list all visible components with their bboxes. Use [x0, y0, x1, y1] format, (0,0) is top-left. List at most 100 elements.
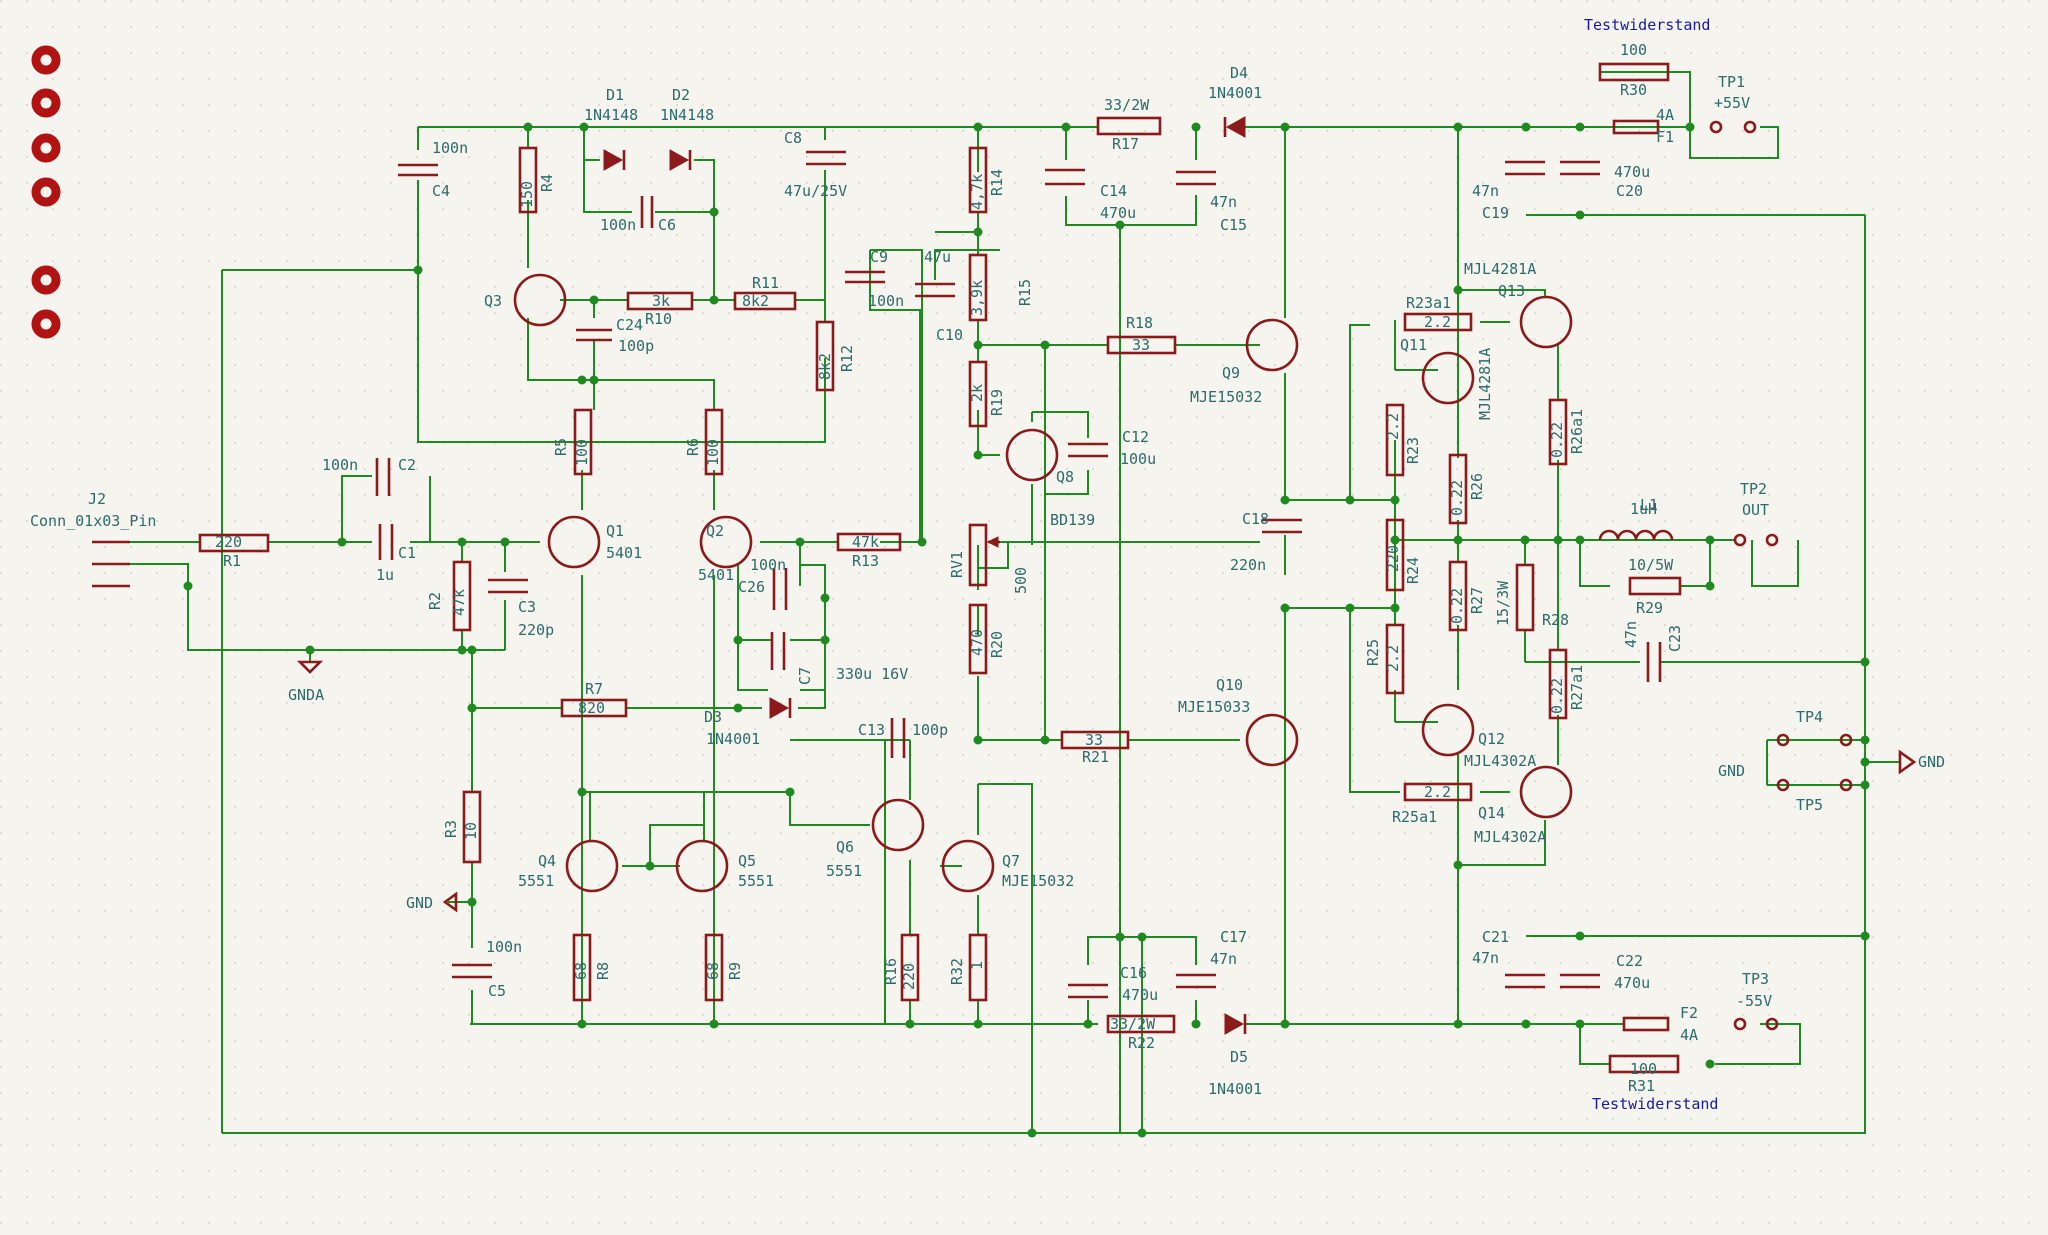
r10-value: 3k — [652, 292, 670, 310]
gnda-label: GNDA — [288, 686, 324, 704]
c9-ref: C9 — [870, 248, 888, 266]
r21-value: 33 — [1085, 731, 1103, 749]
r23-value: 2.2 — [1384, 413, 1402, 440]
c1-ref: C1 — [398, 544, 416, 562]
c16-value: 470u — [1122, 986, 1158, 1004]
q2-value: 5401 — [698, 566, 734, 584]
c7-value: 330u 16V — [836, 665, 908, 683]
c15-ref: C15 — [1220, 216, 1247, 234]
r28-ref: R28 — [1542, 611, 1569, 629]
q10-ref: Q10 — [1216, 676, 1243, 694]
f2-ref: F2 — [1680, 1004, 1698, 1022]
tp4-ref: TP4 — [1796, 708, 1823, 726]
r4-ref: R4 — [538, 174, 556, 192]
c21-value: 47n — [1472, 949, 1499, 967]
c22-ref: C22 — [1616, 952, 1643, 970]
r12-value: 8k2 — [816, 353, 834, 380]
testwiderstand-note-bottom: Testwiderstand — [1592, 1095, 1718, 1113]
q9-value: MJE15032 — [1190, 388, 1262, 406]
q6-value: 5551 — [826, 862, 862, 880]
gnd-label-tp: GND — [1718, 762, 1745, 780]
d4-value: 1N4001 — [1208, 84, 1262, 102]
r4-value: 150 — [518, 181, 536, 208]
d2-ref: D2 — [672, 86, 690, 104]
r29-value: 10/5W — [1628, 556, 1674, 574]
c19-ref: C19 — [1482, 204, 1509, 222]
r17-ref: R17 — [1112, 135, 1139, 153]
r23a1-ref: R23a1 — [1406, 294, 1451, 312]
c13-ref: C13 — [858, 721, 885, 739]
r8-value: 68 — [572, 962, 590, 980]
r32-ref: R32 — [948, 958, 966, 985]
q1-ref: Q1 — [606, 522, 624, 540]
r25a1-value: 2.2 — [1424, 783, 1451, 801]
r24-value: 220 — [1384, 545, 1402, 572]
c12-value: 100u — [1120, 450, 1156, 468]
r28-value: 15/3W — [1494, 580, 1512, 626]
inductor-symbol — [1598, 529, 1674, 541]
capacitor-symbols — [375, 150, 1662, 999]
wires — [92, 71, 1900, 1134]
tp2-label: OUT — [1742, 501, 1769, 519]
r9-ref: R9 — [726, 962, 744, 980]
q9-ref: Q9 — [1222, 364, 1240, 382]
c6-ref: C6 — [658, 216, 676, 234]
c8-value: 47u/25V — [784, 182, 847, 200]
r6-value: 100 — [704, 439, 722, 466]
r12-ref: R12 — [838, 345, 856, 372]
r27a1-value: 0.22 — [1548, 678, 1566, 714]
r16-value: 220 — [900, 963, 918, 990]
r29-ref: R29 — [1636, 599, 1663, 617]
c20-ref: C20 — [1616, 182, 1643, 200]
c14-value: 470u — [1100, 204, 1136, 222]
q14-ref: Q14 — [1478, 804, 1505, 822]
testpoint-symbols — [1709, 120, 1853, 1031]
r16-ref: R16 — [882, 958, 900, 985]
c20-value: 470u — [1614, 163, 1650, 181]
r26-ref: R26 — [1468, 473, 1486, 500]
r5-value: 100 — [573, 439, 591, 466]
r13-value: 47k — [852, 533, 879, 551]
q4-value: 5551 — [518, 872, 554, 890]
c9-value: 100n — [868, 292, 904, 310]
c26-value: 100n — [750, 556, 786, 574]
d1-value: 1N4148 — [584, 106, 638, 124]
d2-value: 1N4148 — [660, 106, 714, 124]
q5-ref: Q5 — [738, 852, 756, 870]
r3-value: 10 — [462, 822, 480, 840]
r7-value: 820 — [578, 699, 605, 717]
mounting-holes — [31, 45, 61, 339]
j2-value: Conn_01x03_Pin — [30, 512, 156, 530]
r18-value: 33 — [1132, 336, 1150, 354]
tp1-ref: TP1 — [1718, 73, 1745, 91]
c2-value: 100n — [322, 456, 358, 474]
c16-ref: C16 — [1120, 964, 1147, 982]
f2-value: 4A — [1680, 1026, 1698, 1044]
c17-value: 47n — [1210, 950, 1237, 968]
c4-ref: C4 — [432, 182, 450, 200]
q7-value: MJE15032 — [1002, 872, 1074, 890]
q14-value: MJL4302A — [1474, 828, 1546, 846]
q8-value: BD139 — [1050, 511, 1095, 529]
rv1-value: 500 — [1012, 567, 1030, 594]
r19-ref: R19 — [988, 389, 1006, 416]
c12-ref: C12 — [1122, 428, 1149, 446]
c10-ref: C10 — [936, 326, 963, 344]
c13-value: 100p — [912, 721, 948, 739]
r31-value: 100 — [1630, 1060, 1657, 1078]
q6-ref: Q6 — [836, 838, 854, 856]
r30-value: 100 — [1620, 41, 1647, 59]
c23-value: 47n — [1622, 621, 1640, 648]
r7-ref: R7 — [585, 680, 603, 698]
r20-value: 470 — [968, 629, 986, 656]
r32-value: 1 — [968, 961, 986, 970]
connector-j2-symbol — [92, 540, 130, 588]
r25a1-ref: R25a1 — [1392, 808, 1437, 826]
q1-value: 5401 — [606, 544, 642, 562]
c5-value: 100n — [486, 938, 522, 956]
c3-ref: C3 — [518, 598, 536, 616]
diode-symbols — [603, 116, 1247, 1035]
r25-ref: R25 — [1364, 639, 1382, 666]
r26a1-ref: R26a1 — [1568, 409, 1586, 454]
c22-value: 470u — [1614, 974, 1650, 992]
